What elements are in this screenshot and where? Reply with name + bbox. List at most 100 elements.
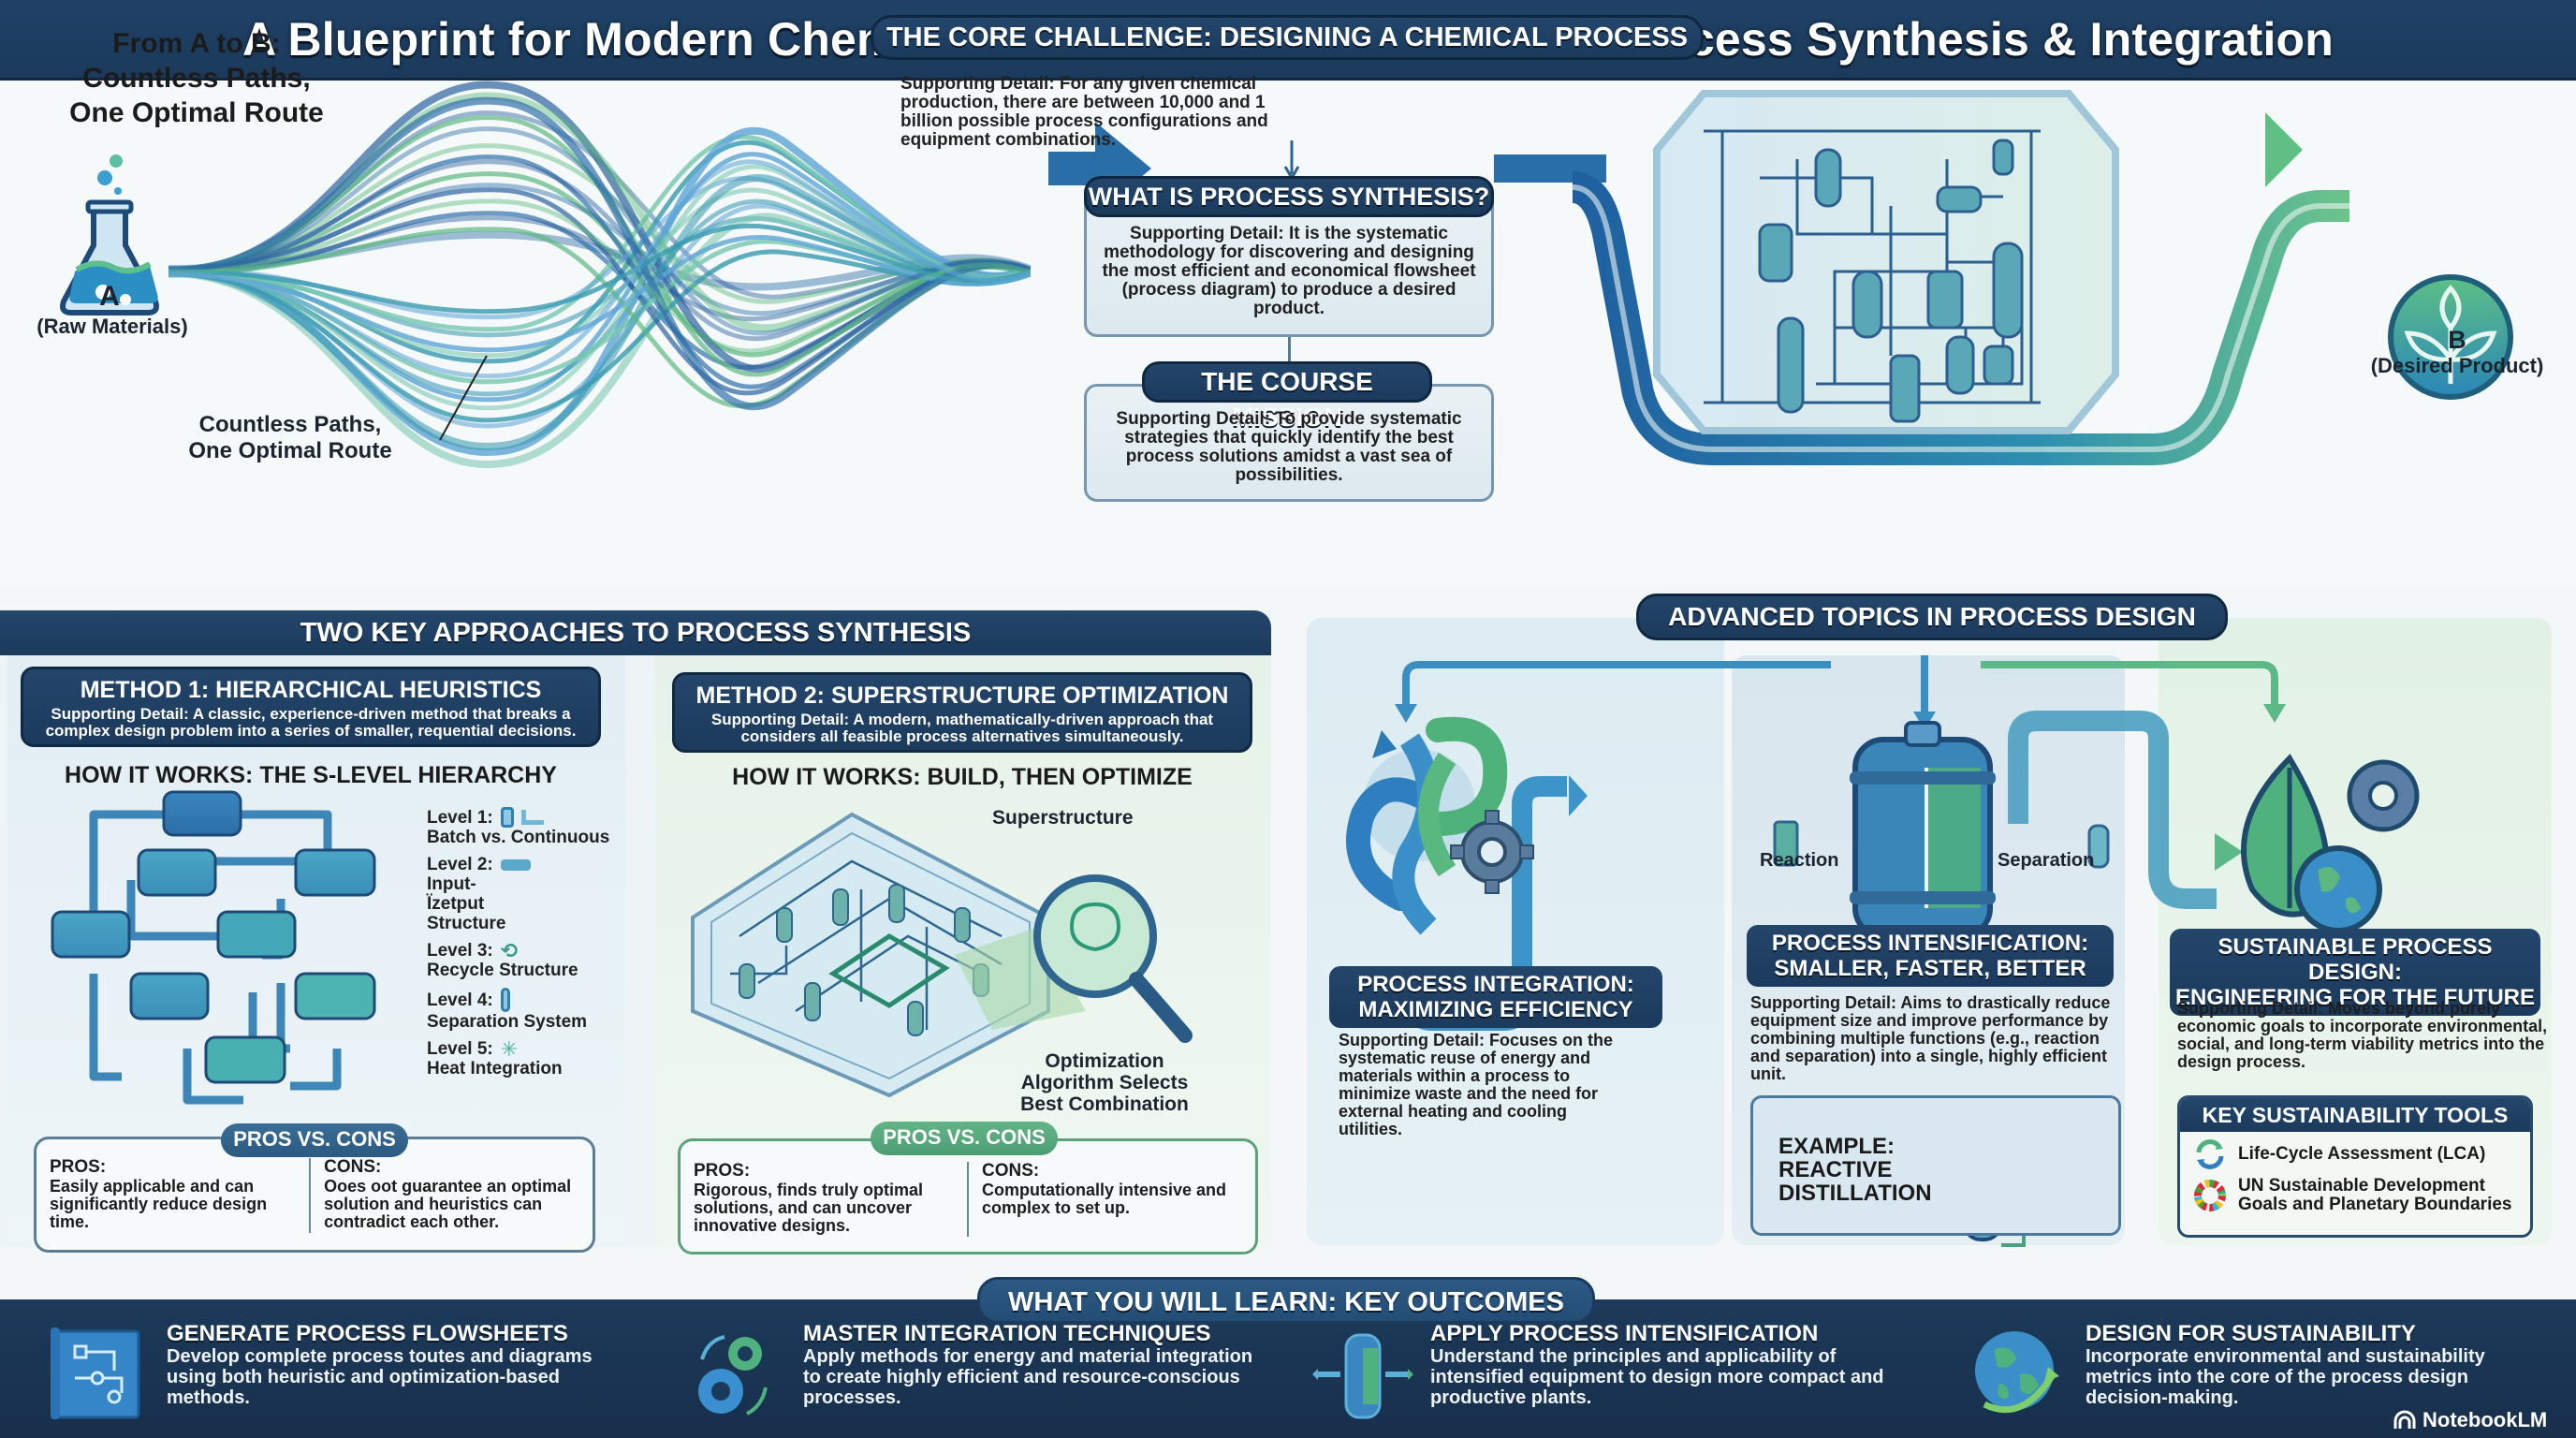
hierarchy-level-1-block xyxy=(162,790,242,837)
process-integration-heading: PROCESS INTEGRATION: MAXIMIZING EFFICIEN… xyxy=(1329,966,1662,1028)
pros-label: PROS: xyxy=(694,1161,751,1181)
intro-heading-line: From A to B: xyxy=(112,28,281,59)
method1-pros: PROS: Easily applicable and can signific… xyxy=(50,1158,296,1233)
tool-label: Life-Cycle Assessment (LCA) xyxy=(2238,1144,2486,1164)
advanced-topics-heading: ADVANCED TOPICS IN PROCESS DESIGN xyxy=(1636,594,2228,640)
brand-name: NotebookLM xyxy=(2422,1408,2548,1431)
process-integration-detail: Supporting Detail: Focuses on the system… xyxy=(1339,1031,1614,1138)
reaction-flask-icon xyxy=(1773,820,1799,867)
hierarchy-level-3-block xyxy=(216,910,297,959)
outcome-text: Apply methods for energy and material in… xyxy=(803,1346,1253,1408)
countless-paths-graphic xyxy=(168,81,1032,469)
level-name: Level 4: xyxy=(427,990,493,1010)
end-sublabel: (Desired Product) xyxy=(2370,354,2544,377)
brain-icon xyxy=(1069,902,1121,952)
outcome-title: MASTER INTEGRATION TECHNIQUES xyxy=(803,1321,1211,1346)
course-mission-detail: Supporting Detail: To provide systematic… xyxy=(1116,409,1462,485)
cons-text: Computationally intensive and complex to… xyxy=(981,1181,1227,1217)
cons-text: Ooes oot guarantee an optimal solution a… xyxy=(324,1177,572,1231)
hierarchy-level-2b-block xyxy=(294,848,376,897)
intro-heading-line: Countless Paths, xyxy=(82,63,311,94)
arrow-down-icon xyxy=(1395,704,1417,723)
cycle-arrows-icon xyxy=(2196,1139,2224,1169)
level-item: Level 5:✳ Heat Integration xyxy=(427,1037,614,1079)
gear-icon xyxy=(1450,810,1534,894)
divider xyxy=(967,1162,969,1237)
advanced-topics-graphics xyxy=(1346,655,2420,1247)
example-line: DISTILLATION xyxy=(1778,1181,1932,1206)
process-box xyxy=(1653,90,2119,434)
start-sublabel: (Raw Materials) xyxy=(37,315,188,338)
separation-column-icon xyxy=(2087,824,2110,869)
heading-line: SMALLER, FASTER, BETTER xyxy=(1774,956,2086,981)
sustainability-tools-heading: KEY SUSTAINABILITY TOOLS xyxy=(2180,1098,2530,1132)
method2-pros: PROS: Rigorous, finds truly optimal solu… xyxy=(694,1162,954,1237)
method1-how-heading: HOW IT WORKS: THE S-LEVEL HIERARCHY xyxy=(65,762,557,788)
optimization-label-line: Algorithm Selects xyxy=(1020,1072,1189,1093)
magnifier-icon xyxy=(1033,874,1157,998)
integration-loop-icon xyxy=(1346,716,1508,935)
flask-icon xyxy=(60,154,159,315)
level-desc: Input-Ïzetput Structure xyxy=(427,874,506,933)
method1-pros-cons-heading: PROS VS. CONS xyxy=(221,1123,408,1157)
sdg-wheel-icon xyxy=(2194,1180,2226,1211)
pros-text: Rigorous, finds truly optimal solutions,… xyxy=(694,1181,924,1235)
path-line xyxy=(168,135,1031,332)
hierarchy-level-2-block xyxy=(137,848,217,897)
level-item: Level 2: Input-Ïzetput Structure xyxy=(427,855,614,933)
notebooklm-icon xyxy=(2393,1410,2416,1429)
snowflake-heat-icon: ✳ xyxy=(500,1037,519,1061)
path-line xyxy=(168,159,1031,379)
pros-label: PROS: xyxy=(50,1157,107,1177)
down-arrow-icon xyxy=(1283,140,1300,180)
intensified-reactor-icon xyxy=(1850,721,1996,939)
outcome-title: GENERATE PROCESS FLOWSHEETS xyxy=(167,1321,568,1346)
hierarchy-flow-diagram xyxy=(51,790,376,1105)
course-mission-heading: THE COURSE MISSION xyxy=(1142,361,1432,432)
cons-label: CONS: xyxy=(981,1161,1040,1181)
gears-cycle-icon xyxy=(698,1335,768,1416)
blueprint-icon xyxy=(51,1328,140,1419)
process-intensification-heading: PROCESS INTENSIFICATION: SMALLER, FASTER… xyxy=(1747,925,2114,987)
core-challenge-heading: THE CORE CHALLENGE: DESIGNING A CHEMICAL… xyxy=(871,15,1704,60)
paths-caption-line: One Optimal Route xyxy=(188,438,392,463)
path-line xyxy=(168,213,1032,469)
method2-pros-cons-heading: PROS VS. CONS xyxy=(871,1122,1058,1155)
pipe-flow-icon xyxy=(520,810,544,825)
outcome-text: Incorporate environmental and sustainabi… xyxy=(2086,1346,2485,1408)
reactor-icon xyxy=(1312,1333,1413,1419)
divider xyxy=(309,1158,312,1233)
method2-detail: Supporting Detail: A modern, mathematica… xyxy=(710,711,1214,745)
sustainable-design-detail: Supporting Detail: Moves beyond purely e… xyxy=(2177,999,2548,1071)
level-list: Level 1: Batch vs. Continuous Level 2: I… xyxy=(427,807,614,1078)
start-label: A xyxy=(99,281,120,312)
superstructure-diagram xyxy=(691,812,1193,1098)
process-intensification-detail: Supporting Detail: Aims to drastically r… xyxy=(1750,993,2111,1083)
method1-detail: Supporting Detail: A classic, experience… xyxy=(45,705,577,740)
core-challenge-detail: Supporting Detail: For any given chemica… xyxy=(900,74,1268,150)
tool-item: UN Sustainable Development Goals and Pla… xyxy=(2180,1171,2530,1214)
path-line xyxy=(168,174,1032,450)
optimization-label-line: Optimization xyxy=(1045,1050,1164,1072)
paths-caption: Countless Paths, One Optimal Route xyxy=(159,412,421,464)
method1-title: METHOD 1: HIERARCHICAL HEURISTICS xyxy=(80,677,542,703)
method1-cons: CONS: Ooes oot guarantee an optimal solu… xyxy=(324,1158,579,1233)
outcome-text: Understand the principles and applicabil… xyxy=(1430,1346,1884,1408)
globe-arrow-icon xyxy=(1975,1331,2059,1414)
process-synthesis-detail: Supporting Detail: It is the systematic … xyxy=(1102,224,1476,318)
heading-line: PROCESS INTENSIFICATION: xyxy=(1771,931,2089,956)
example-line: REACTIVE xyxy=(1778,1157,1893,1182)
level-name: Level 2: xyxy=(427,855,493,874)
intro-heading: From A to B: Countless Paths, One Optima… xyxy=(37,26,356,130)
level-item: Level 4: Separation System xyxy=(427,988,614,1032)
level-item: Level 3:⟲ Recycle Structure xyxy=(427,941,614,981)
path-line xyxy=(168,249,1031,423)
reaction-label: Reaction xyxy=(1760,850,1839,871)
heading-line: MAXIMIZING EFFICIENCY xyxy=(1358,997,1633,1022)
example-label: EXAMPLE: REACTIVE DISTILLATION xyxy=(1778,1135,1932,1205)
heading-line: PROCESS INTEGRATION: xyxy=(1357,972,1634,997)
brand-logo: NotebookLM xyxy=(2393,1408,2547,1432)
process-flowsheet-graphic xyxy=(1048,90,2349,465)
outcome-title: APPLY PROCESS INTENSIFICATION xyxy=(1430,1321,1819,1346)
tool-label: UN Sustainable Development Goals and Pla… xyxy=(2238,1176,2512,1214)
